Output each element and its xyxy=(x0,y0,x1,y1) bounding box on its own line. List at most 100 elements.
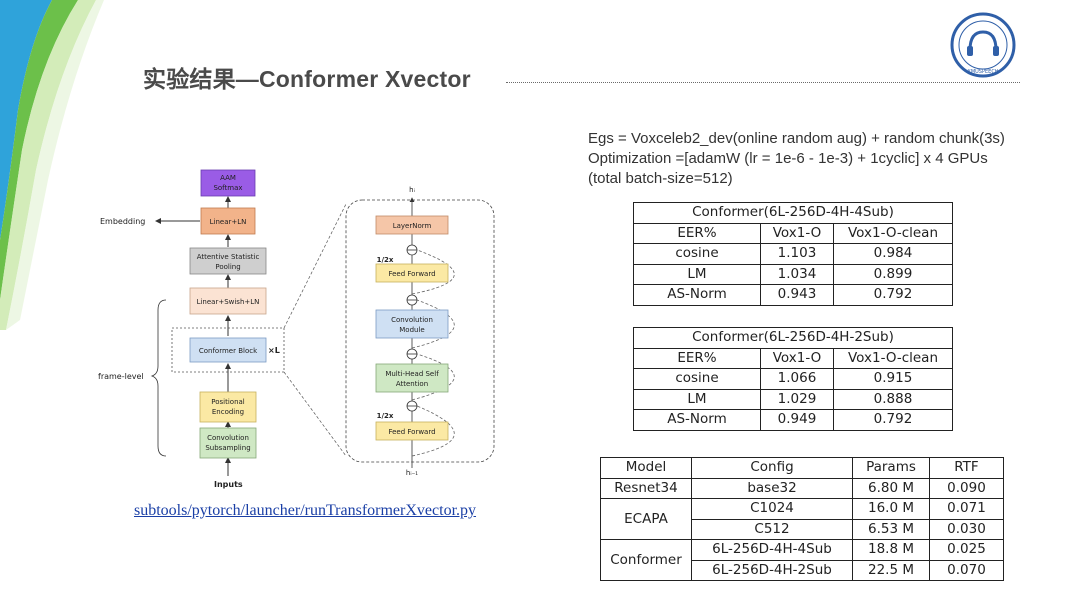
svg-text:Module: Module xyxy=(399,326,424,334)
title-divider xyxy=(506,82,1020,83)
svg-text:LayerNorm: LayerNorm xyxy=(393,222,432,230)
frame-level-label: frame-level xyxy=(98,372,144,381)
svg-text:Convolution: Convolution xyxy=(207,434,249,442)
header-cell: Config xyxy=(691,457,853,479)
table-row: LM 1.034 0.899 xyxy=(633,263,953,285)
logo-text: XMUSPEECH xyxy=(967,69,998,75)
table-cell: 0.915 xyxy=(833,368,953,390)
linear-ln-box: Linear+LN xyxy=(200,207,256,235)
half-step-label: 1/2x xyxy=(377,256,394,264)
svg-text:Multi-Head Self: Multi-Head Self xyxy=(385,370,439,378)
svg-text:Positional: Positional xyxy=(211,398,245,406)
table-header-row: Model Config Params RTF xyxy=(600,457,1004,479)
svg-text:Linear+Swish+LN: Linear+Swish+LN xyxy=(197,298,260,306)
half-step-label: 1/2x xyxy=(377,412,394,420)
table-cell: 0.984 xyxy=(833,243,953,265)
aam-softmax-box: AAM Softmax xyxy=(200,169,256,197)
table-cell: cosine xyxy=(633,243,761,265)
table-cell: 1.103 xyxy=(760,243,834,265)
table-cell: 16.0 M xyxy=(852,498,930,520)
table-cell: 0.090 xyxy=(929,477,1004,499)
table-cell: 0.030 xyxy=(929,518,1004,540)
script-path-link[interactable]: subtools/pytorch/launcher/runTransformer… xyxy=(134,502,477,519)
header-cell: Params xyxy=(852,457,930,479)
positional-encoding-box: Positional Encoding xyxy=(199,391,257,423)
table-cell: 0.792 xyxy=(833,409,953,431)
table-cell: 6.53 M xyxy=(852,518,930,540)
table-cell: Conformer xyxy=(600,539,692,581)
table-cell: cosine xyxy=(633,368,761,390)
table-row: 6L-256D-4H-2Sub 22.5 M 0.070 xyxy=(601,559,1004,581)
info-egs: Egs = Voxceleb2_dev(online random aug) +… xyxy=(588,130,1005,147)
linear-swish-ln-box: Linear+Swish+LN xyxy=(189,287,267,315)
multi-head-self-attention-box: Multi-Head Self Attention xyxy=(375,363,449,393)
table-cell: 6.80 M xyxy=(852,477,930,499)
table-cell: ECAPA xyxy=(600,498,692,540)
table-cell: 1.034 xyxy=(760,263,834,285)
svg-text:AAM: AAM xyxy=(220,174,236,182)
header-cell: Vox1-O-clean xyxy=(833,347,953,369)
svg-text:Feed Forward: Feed Forward xyxy=(388,428,435,436)
table-cell: 0.888 xyxy=(833,388,953,410)
times-l-label: ×L xyxy=(268,346,280,355)
table-cell: 0.792 xyxy=(833,284,953,306)
svg-text:Subsampling: Subsampling xyxy=(205,444,250,452)
conformer-architecture-diagram: AAM Softmax Linear+LN Embedding Attentiv… xyxy=(98,169,495,489)
table-header-row: EER% Vox1-O Vox1-O-clean xyxy=(633,347,953,369)
table-cell: 6L-256D-4H-2Sub xyxy=(691,559,853,581)
table-title: Conformer(6L-256D-4H-2Sub) xyxy=(633,327,953,349)
input-h-label: hᵢ₋₁ xyxy=(406,469,418,477)
attentive-pooling-box: Attentive Statistic Pooling xyxy=(189,247,267,275)
info-optimization: Optimization =[adamW (lr = 1e-6 - 1e-3) … xyxy=(588,150,988,167)
svg-text:Softmax: Softmax xyxy=(213,184,242,192)
table-cell: 18.8 M xyxy=(852,539,930,561)
output-h-label: hᵢ xyxy=(409,186,415,194)
svg-text:Attention: Attention xyxy=(396,380,428,388)
table-cell: 1.066 xyxy=(760,368,834,390)
table-row: cosine 1.103 0.984 xyxy=(633,243,953,265)
svg-text:Attentive Statistic: Attentive Statistic xyxy=(197,253,260,261)
header-cell: Vox1-O xyxy=(760,347,834,369)
table-cell: 22.5 M xyxy=(852,559,930,581)
frame-level-bracket xyxy=(150,299,167,457)
page-title: 实验结果—Conformer Xvector xyxy=(143,66,471,92)
layernorm-box: LayerNorm xyxy=(375,215,449,235)
convolution-subsampling-box: Convolution Subsampling xyxy=(199,427,257,459)
conformer-block-box: Conformer Block xyxy=(189,337,267,363)
embedding-label: Embedding xyxy=(100,217,145,226)
table-row: AS-Norm 0.949 0.792 xyxy=(633,409,953,431)
svg-text:Encoding: Encoding xyxy=(212,408,244,416)
svg-text:Convolution: Convolution xyxy=(391,316,433,324)
decorative-swoosh xyxy=(0,0,104,330)
table-row: Conformer 6L-256D-4H-4Sub 18.8 M 0.025 xyxy=(600,539,1004,581)
table-row: LM 1.029 0.888 xyxy=(633,388,953,410)
table-cell: 0.025 xyxy=(929,539,1004,561)
table-cell: LM xyxy=(633,388,761,410)
conformer-block-region xyxy=(171,327,285,373)
table-cell: base32 xyxy=(691,477,853,499)
table-row: ECAPA C1024 16.0 M 0.071 xyxy=(600,498,1004,540)
xmuspeech-logo-icon: XMUSPEECH xyxy=(950,12,1016,78)
results-table-4sub: Conformer(6L-256D-4H-4Sub) EER% Vox1-O V… xyxy=(633,202,953,306)
table-row: cosine 1.066 0.915 xyxy=(633,368,953,390)
residual-paths xyxy=(411,249,455,457)
model-comparison-table: Model Config Params RTF Resnet34 base32 … xyxy=(600,457,1004,581)
table-cell: 0.899 xyxy=(833,263,953,285)
svg-text:Pooling: Pooling xyxy=(215,263,240,271)
table-row: AS-Norm 0.943 0.792 xyxy=(633,284,953,306)
table-cell: C512 xyxy=(691,518,853,540)
table-cell: C1024 xyxy=(691,498,853,520)
header-cell: EER% xyxy=(633,347,761,369)
header-cell: Vox1-O xyxy=(760,222,834,244)
table-title: Conformer(6L-256D-4H-4Sub) xyxy=(633,202,953,224)
table-cell: 0.070 xyxy=(929,559,1004,581)
svg-text:Feed Forward: Feed Forward xyxy=(388,270,435,278)
header-cell: Model xyxy=(600,457,692,479)
feed-forward-bottom-box: Feed Forward xyxy=(375,421,449,441)
table-cell: 0.949 xyxy=(760,409,834,431)
table-header-row: EER% Vox1-O Vox1-O-clean xyxy=(633,222,953,244)
detail-connector xyxy=(283,371,347,457)
header-cell: Vox1-O-clean xyxy=(833,222,953,244)
info-batch-size: (total batch-size=512) xyxy=(588,170,733,187)
table-cell: AS-Norm xyxy=(633,284,761,306)
